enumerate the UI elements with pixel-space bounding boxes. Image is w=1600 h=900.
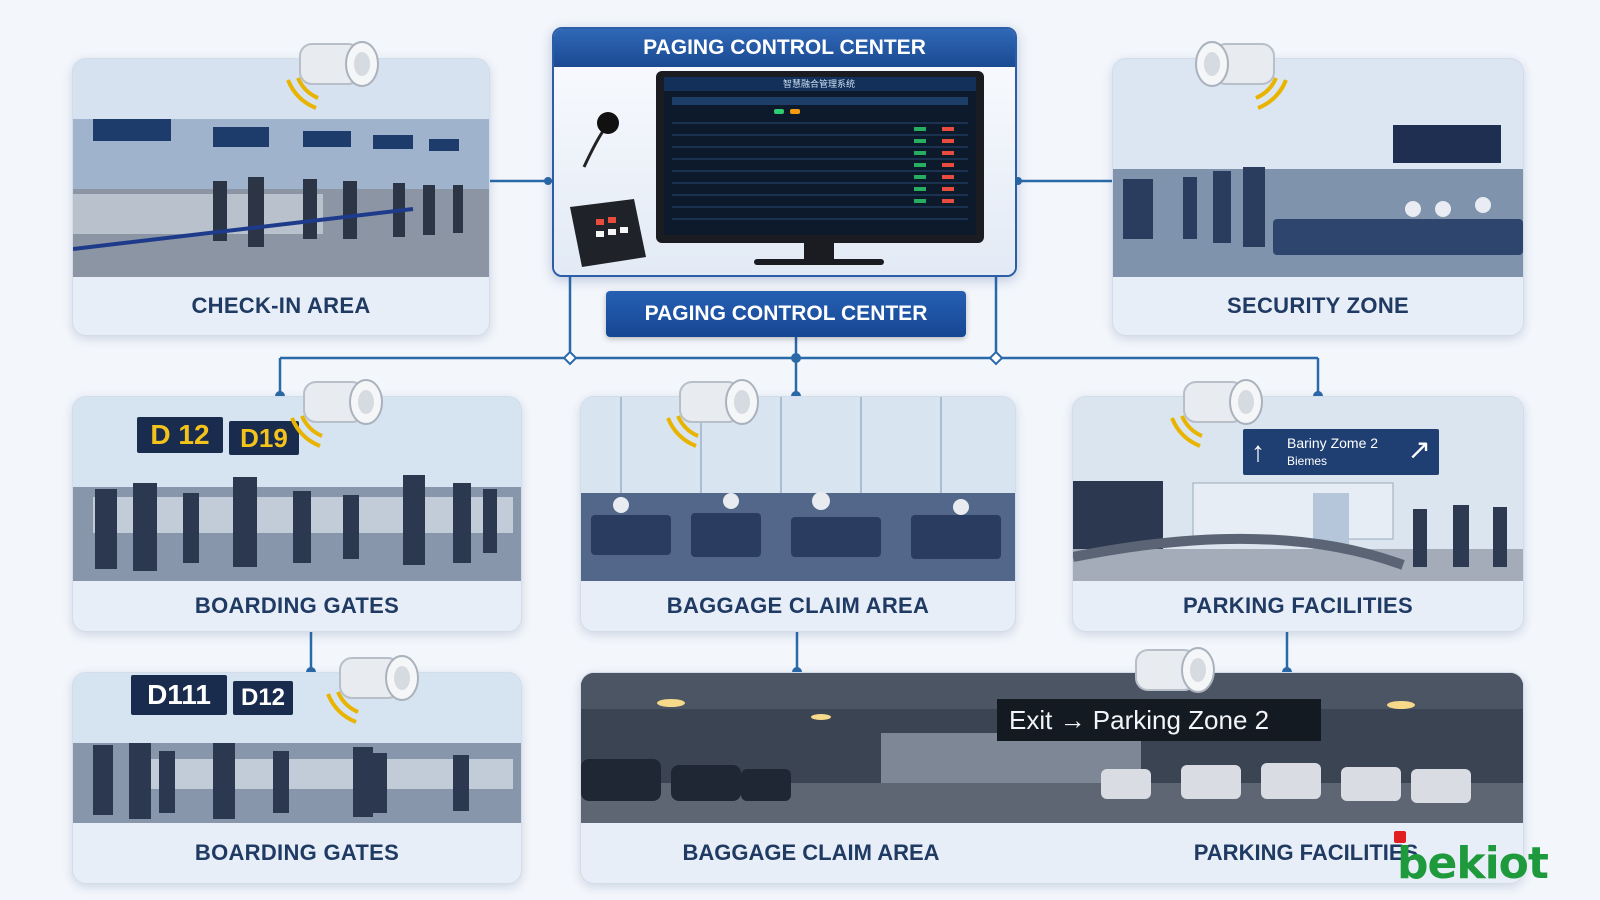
baggage-claim-photo-1 (581, 397, 1015, 581)
speaker-icon-baggage-1 (666, 379, 759, 448)
gate-sign-d12-secondary: D12 (233, 681, 293, 715)
gate-sign-d111: D111 (131, 675, 227, 715)
security-card: SECURITY ZONE (1112, 58, 1524, 336)
gate-sign-d19: D19 (229, 421, 299, 455)
parking-sign-line2: Biemes (1287, 454, 1328, 468)
boarding-gates-label-2: BOARDING GATES (194, 840, 400, 865)
boarding-gates-photo-2 (73, 673, 521, 823)
parking-photo-1 (1073, 397, 1523, 581)
exit-parking-sign: Exit → Parking Zone 2 (997, 699, 1321, 741)
arrow-up-icon: ↑ (1251, 436, 1265, 467)
parking-label-2: PARKING FACILITIES (1193, 840, 1419, 865)
brand-accent-mark (1394, 831, 1406, 843)
speaker-icon-boarding-2 (326, 655, 419, 724)
parking-direction-sign-1: ↑ Bariny Zome 2 Biemes ↗ (1243, 429, 1439, 475)
control-center-illustration: 智慧融合管理系统 (554, 67, 1015, 275)
arrow-diagonal-icon: ↗ (1407, 434, 1431, 465)
monitor-icon (570, 71, 984, 267)
microphone-icon (570, 112, 646, 267)
paging-control-center-badge: PAGING CONTROL CENTER (606, 291, 966, 337)
parking-garage-card: Exit → Parking Zone 2 BAGGAGE CLAIM AREA… (580, 672, 1524, 884)
parking-card-1: ↑ Bariny Zome 2 Biemes ↗ PARKING FACILIT… (1072, 396, 1524, 632)
security-label: SECURITY ZONE (1227, 293, 1409, 318)
baggage-claim-label-2: BAGGAGE CLAIM AREA (682, 840, 940, 865)
parking-sign-line1: Bariny Zome 2 (1287, 435, 1379, 451)
parking-label-1: PARKING FACILITIES (1183, 593, 1413, 618)
baggage-claim-label-1: BAGGAGE CLAIM AREA (666, 593, 930, 618)
gate-sign-d12: D 12 (137, 417, 223, 453)
speaker-icon-parking-1 (1170, 379, 1263, 448)
boarding-gates-label-1: BOARDING GATES (194, 593, 400, 618)
speaker-icon-parking-garage (1135, 647, 1215, 693)
parking-garage-photo (581, 673, 1523, 823)
paging-control-center-panel: PAGING CONTROL CENTER (552, 27, 1017, 277)
bekiot-logo: bekiot (1397, 838, 1549, 889)
paging-control-center-title: PAGING CONTROL CENTER (554, 29, 1015, 67)
speaker-icon-check-in (286, 41, 379, 110)
security-photo (1113, 59, 1523, 277)
baggage-claim-card-1: BAGGAGE CLAIM AREA (580, 396, 1016, 632)
check-in-photo (73, 59, 489, 277)
check-in-label: CHECK-IN AREA (191, 293, 371, 318)
speaker-icon-security (1195, 41, 1288, 110)
check-in-card: CHECK-IN AREA (72, 58, 490, 336)
screen-title: 智慧融合管理系统 (782, 79, 855, 89)
speaker-icon-boarding-1 (290, 379, 383, 448)
boarding-gates-card-2: D111 D12 BOARDING GATES (72, 672, 522, 884)
